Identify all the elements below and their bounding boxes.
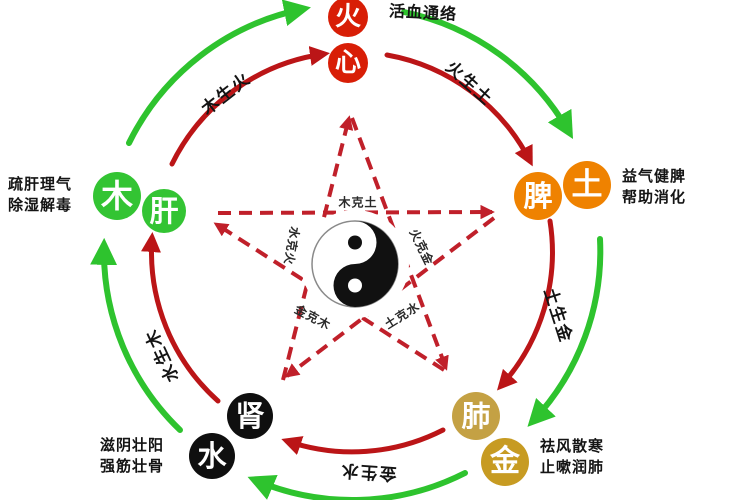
label-metal-generates-water: 金生水 — [339, 459, 398, 484]
fire-annotation-line1: 活血通络 — [388, 1, 458, 24]
wood-annotation-line1: 疏肝理气 — [8, 175, 73, 193]
node-liver-organ: 肝 — [142, 189, 186, 233]
generating-arc-red-lung-kidney — [281, 427, 446, 456]
earth-annotation-line1: 益气健脾 — [622, 167, 687, 185]
generating-arc-green-fire-earth — [401, 9, 574, 140]
metal-element-label: 金 — [490, 444, 520, 479]
water-element-label: 水 — [197, 438, 227, 473]
fire-annotation: 活血通络 — [388, 0, 458, 25]
node-metal-element: 金 — [481, 438, 529, 486]
node-earth-element: 土 — [563, 161, 611, 209]
kidney-organ-label: 肾 — [235, 398, 265, 433]
liver-organ-label: 肝 — [149, 193, 179, 228]
node-heart-organ: 心 — [328, 43, 368, 83]
wood-annotation: 疏肝理气 除湿解毒 — [8, 174, 72, 216]
node-fire-element: 火 — [328, 0, 368, 37]
node-spleen-organ: 脾 — [514, 172, 562, 220]
lung-organ-label: 肺 — [461, 398, 491, 433]
generating-arc-green-wood-fire — [126, 0, 311, 146]
spleen-organ-label: 脾 — [523, 178, 553, 213]
node-water-element: 水 — [189, 433, 235, 479]
generating-arc-red-kidney-liver — [141, 232, 221, 404]
generating-arc-red-heart-spleen — [384, 52, 533, 167]
fire-element-label: 火 — [334, 2, 361, 32]
node-lung-organ: 肺 — [452, 392, 500, 440]
wood-element-label: 木 — [100, 177, 133, 215]
heart-organ-label: 心 — [334, 48, 361, 78]
generating-arc-green-water-wood — [90, 237, 183, 433]
metal-annotation-line2: 止嗽润肺 — [540, 458, 605, 476]
water-annotation: 滋阴壮阳 强筋壮骨 — [100, 435, 164, 477]
yin-yang-icon — [301, 210, 409, 318]
wood-annotation-line2: 除湿解毒 — [8, 196, 73, 214]
generating-arc-red-spleen-lung — [496, 218, 555, 391]
metal-annotation: 祛风散寒 止嗽润肺 — [540, 436, 604, 478]
node-kidney-organ: 肾 — [227, 393, 273, 439]
generating-arc-red-liver-heart — [169, 46, 330, 167]
generating-arc-green-earth-metal — [527, 236, 604, 427]
water-annotation-line2: 强筋壮骨 — [100, 457, 165, 475]
label-wood-overcomes-earth: 木克土 — [338, 195, 378, 210]
earth-annotation-line2: 帮助消化 — [622, 188, 687, 206]
metal-annotation-line1: 祛风散寒 — [540, 437, 605, 455]
earth-annotation: 益气健脾 帮助消化 — [622, 166, 686, 208]
water-annotation-line1: 滋阴壮阳 — [100, 436, 165, 454]
earth-element-label: 土 — [571, 166, 603, 203]
node-wood-element: 木 — [93, 172, 141, 220]
